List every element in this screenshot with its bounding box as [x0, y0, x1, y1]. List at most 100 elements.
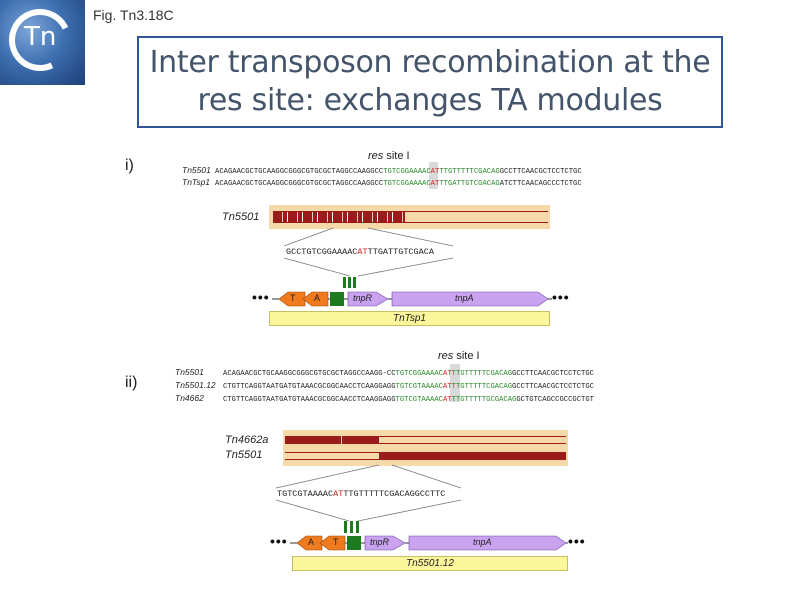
panel-ii-bar-label-2: Tn5501 — [225, 449, 263, 461]
zoom-seq-post: TTGTTTTTCGACAGGCCTTC — [343, 489, 446, 499]
seq-post: GCTGTCAGCCGCCGCTGT — [516, 396, 594, 404]
panel-i-gene-t: T — [290, 293, 296, 303]
bar1-dark-segment — [285, 436, 379, 444]
panel-ii-bar-label-1: Tn4662a — [225, 434, 269, 446]
title-box: Inter transposon recombination at the re… — [137, 36, 723, 128]
tn-logo: Tn — [0, 0, 85, 85]
seq-green-1: TGTCGTAAAAC — [395, 383, 443, 391]
panel-ii-gene-a: A — [308, 537, 315, 547]
seq-red: AT — [430, 180, 440, 188]
seq-name: TnTsp1 — [182, 177, 211, 187]
seq-green-1: TGTCGGAAAAC — [395, 370, 443, 378]
panel-ii-green-tick — [350, 521, 353, 533]
panel-ii-gene-tnpa: tnpA — [473, 537, 492, 547]
panel-i-highlight — [429, 162, 438, 189]
panel-ii-green-tick — [356, 521, 359, 533]
seq-post: ATCTTCAACAGCCCTCTGC — [499, 180, 582, 188]
zoom-seq-pre: GCCTGTCGGAAAAC — [286, 247, 358, 257]
res-italic: res — [368, 150, 384, 162]
panel-i-dots-left: ••• — [252, 289, 270, 305]
panel-ii-gene-t: T — [333, 537, 339, 547]
seq-green-2: TTGTTTTTGCGACAG — [451, 396, 517, 404]
logo-text: Tn — [24, 22, 57, 52]
zoom-seq-post: TTGATTGTCGACA — [367, 247, 434, 257]
panel-i-element-band: TnTsp1 — [269, 311, 550, 326]
panel-i-gene-tnpa: tnpA — [455, 293, 474, 303]
panel-ii-res-site-label: res site I — [438, 350, 480, 362]
seq-green-2: TTGATTGTCGACAG — [439, 180, 500, 188]
seq-green-1: TGTCGTAAAAC — [395, 396, 443, 404]
panel-i-green-tick — [343, 277, 346, 288]
zoom-seq-red: AT — [333, 489, 344, 499]
seq-pre: ACAGAACGCTGCAAGGCGGGCGTGCGCTAGGCCAAGG-CC — [223, 370, 396, 378]
seq-pre: ACAGAACGCTGCAAGGCGGGCGTGCGCTAGGCCAAGGCC — [215, 168, 384, 176]
tnpr-gene-icon — [347, 291, 389, 307]
seq-green-1: TGTCGGAAAAC — [383, 180, 431, 188]
panel-i-bar-bottom-line — [273, 222, 548, 223]
panel-ii-element-label: Tn5501.12 — [406, 558, 454, 569]
panel-i-res-site-label: res site I — [368, 150, 410, 162]
tnpa-gene-icon — [408, 535, 567, 551]
zoom-seq-pre: TGTCGTAAAAC — [277, 489, 334, 499]
bar1-top-line — [285, 436, 566, 437]
res-rest: site I — [383, 150, 410, 162]
seq-name: Tn5501 — [182, 165, 211, 175]
zoom-seq-red: AT — [357, 247, 368, 257]
seq-red: AT — [430, 168, 440, 176]
res-rest: site I — [453, 350, 480, 362]
panel-i-gene-a: A — [314, 293, 321, 303]
bar1-bottom-line — [285, 443, 566, 444]
seq-post: GCCTTCAACGCTCCTCTGC — [512, 383, 594, 391]
seq-row: Tn5501.12 CTGTTCAGGTAATGATGTAAACGCGGCAAC… — [175, 380, 594, 393]
green-box-icon — [347, 536, 361, 550]
green-box-icon — [330, 292, 344, 306]
panel-i-bar-label: Tn5501 — [222, 211, 260, 223]
panel-ii-seq-block: Tn5501 ACAGAACGCTGCAAGGCGGGCGTGCGCTAGGCC… — [175, 367, 594, 406]
seq-post: GCCTTCAACGCTCCTCTGC — [512, 370, 594, 378]
seq-post: GCCTTCAACGCTCCTCTGC — [499, 168, 582, 176]
seq-green-2: TTGTTTTTCGACAG — [451, 370, 513, 378]
seq-green-2: TTGTTTTTCGACAG — [451, 383, 513, 391]
panel-ii-dots-left: ••• — [270, 533, 288, 549]
seq-row: Tn4662 CTGTTCAGGTAATGATGTAAACGCGGCAACCTC… — [175, 393, 594, 406]
panel-i-seq-block: Tn5501 ACAGAACGCTGCAAGGCGGGCGTGCGCTAGGCC… — [182, 165, 582, 189]
panel-ii-green-tick — [344, 521, 347, 533]
panel-i-green-tick — [348, 277, 351, 288]
figure-label: Fig. Tn3.18C — [93, 7, 174, 23]
res-italic: res — [438, 350, 454, 362]
panel-ii-gene-tnpr: tnpR — [370, 537, 390, 547]
seq-red: AT — [442, 383, 452, 391]
seq-row: TnTsp1 ACAGAACGCTGCAAGGCGGGCGTGCGCTAGGCC… — [182, 177, 582, 189]
panel-i-label: i) — [125, 157, 134, 174]
a-gene-icon — [302, 291, 329, 307]
seq-pre: ACAGAACGCTGCAAGGCGGGCGTGCGCTAGGCCAAGGCC — [215, 180, 384, 188]
panel-i-dots-right: ••• — [552, 289, 570, 305]
panel-i-gene-tnpr: tnpR — [353, 293, 373, 303]
panel-i-green-tick — [353, 277, 356, 288]
panel-ii-dots-right: ••• — [568, 533, 586, 549]
tnpr-gene-icon — [364, 535, 406, 551]
panel-ii-highlight — [450, 364, 460, 402]
seq-pre: CTGTTCAGGTAATGATGTAAACGCGGCAACCTCAAGGAGG — [223, 383, 396, 391]
seq-name: Tn5501 — [175, 367, 204, 377]
tnpa-gene-icon — [391, 291, 549, 307]
seq-name: Tn4662 — [175, 393, 204, 403]
panel-ii-label: ii) — [125, 374, 138, 391]
panel-i-zoom-seq: GCCTGTCGGAAAACATTTGATTGTCGACA — [286, 247, 434, 257]
seq-name: Tn5501.12 — [175, 380, 216, 390]
panel-i-bar-dark-segment — [273, 212, 405, 222]
slide-title: Inter transposon recombination at the re… — [149, 45, 711, 118]
t-gene-icon — [319, 535, 346, 551]
seq-green-2: TTGTTTTTCGACAG — [439, 168, 500, 176]
panel-ii-element-band: Tn5501.12 — [292, 556, 568, 571]
seq-row: Tn5501 ACAGAACGCTGCAAGGCGGGCGTGCGCTAGGCC… — [175, 367, 594, 380]
seq-red: AT — [442, 396, 452, 404]
panel-ii-zoom-seq: TGTCGTAAAACATTTGTTTTTCGACAGGCCTTC — [277, 489, 445, 499]
seq-green-1: TGTCGGAAAAC — [383, 168, 431, 176]
panel-i-element-label: TnTsp1 — [393, 313, 426, 324]
seq-row: Tn5501 ACAGAACGCTGCAAGGCGGGCGTGCGCTAGGCC… — [182, 165, 582, 177]
